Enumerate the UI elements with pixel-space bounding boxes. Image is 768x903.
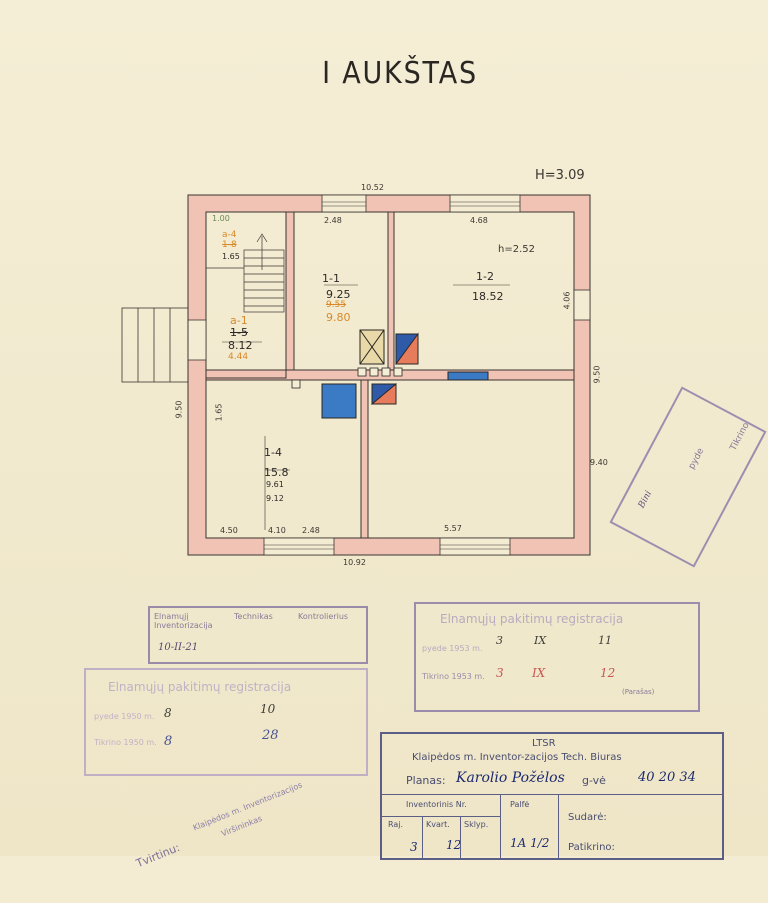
dim-stair-top: 1.00 <box>212 214 230 223</box>
stamp3-v6: 12 <box>600 666 616 680</box>
dim-lower-mid-width-2: 2.48 <box>302 526 320 535</box>
room-1-4-a: 9.61 <box>266 480 284 489</box>
info-line2: Klaipėdos m. Inventor-zacijos Tech. Biur… <box>412 752 622 763</box>
dim-stair-height: 1.65 <box>214 403 224 422</box>
room-1-1-new: 9.80 <box>326 311 351 324</box>
stamp3-v3: 11 <box>598 634 612 647</box>
room-1-4-id: 1-4 <box>264 446 282 459</box>
stamp-date: 10-II-21 <box>158 642 199 653</box>
stamp-changes-1953: Elnamųjų pakitimų registracija pyede 195… <box>414 602 700 712</box>
room-1-1-area: 9.25 <box>326 288 351 301</box>
room-a-1-new: 4.44 <box>228 352 249 362</box>
document-page: I AUKŠTAS H=3.09 <box>0 0 768 870</box>
stamp-header-2: Technikas <box>234 612 273 621</box>
dim-lower-mid-width: 4.10 <box>268 526 286 535</box>
dim-room11-width: 2.48 <box>324 216 342 225</box>
room-1-2-area: 18.52 <box>472 290 504 303</box>
info-plan-value: Karolio Požėlos <box>456 770 565 786</box>
stamp-header-3: Kontrolierius <box>298 612 349 621</box>
info-v2: 12 <box>446 838 462 852</box>
info-plan-label: Planas: <box>406 774 446 787</box>
room-a-1-id: a-1 <box>230 314 248 327</box>
stamp-changes-v2: 10 <box>260 702 276 716</box>
room-a-4-height: 1.65 <box>222 252 240 261</box>
title-block: LTSR Klaipėdos m. Inventor-zacijos Tech.… <box>380 732 724 860</box>
stamp4-t1: Tikrino <box>728 421 752 453</box>
stamp3-title: Elnamųjų pakitimų registracija <box>440 612 624 626</box>
info-plan-suffix: g-vė <box>582 774 606 787</box>
info-v1: 3 <box>410 840 418 854</box>
floor-plan-drawing <box>121 194 591 556</box>
room-a-4-id: a-4 <box>222 230 237 240</box>
info-col-kvart: Kvart. <box>426 820 450 829</box>
dim-left: 9.50 <box>174 400 184 419</box>
dim-lower-right-width: 5.57 <box>444 524 462 533</box>
room-a-4-old: 1-8 <box>222 240 237 250</box>
info-palfe: Palfė <box>510 800 530 809</box>
stamp-changes-row1: pyede 1950 m. <box>94 712 155 721</box>
dim-bottom: 10.92 <box>343 558 366 567</box>
ceiling-height: h=2.52 <box>498 244 535 255</box>
stamp3-v4: 3 <box>496 666 504 680</box>
room-a-1-old: 1-5 <box>230 326 248 339</box>
stamp3-v5: IX <box>532 666 546 680</box>
stamp-changes-row2: Tikrino 1950 m. <box>94 738 157 747</box>
room-1-4-area: 15.8 <box>264 466 289 479</box>
stamp-changes-1950: Elnamųjų pakitimų registracija pyede 195… <box>84 668 368 776</box>
stamp-changes-v3: 8 <box>164 734 173 749</box>
dim-room12-height: 4.06 <box>562 291 572 310</box>
page-title: I AUKŠTAS <box>322 56 478 91</box>
stamp-changes-v1: 8 <box>164 706 172 720</box>
info-v3: 1A 1/2 <box>510 836 550 850</box>
stamp-changes-title: Elnamųjų pakitimų registracija <box>108 680 292 694</box>
info-plan-number: 40 20 34 <box>638 770 696 785</box>
stamp4-t2: pyde <box>686 446 707 472</box>
stamp3-signature-label: (Parašas) <box>622 688 655 696</box>
room-1-2-id: 1-2 <box>476 270 494 283</box>
room-1-1-id: 1-1 <box>322 272 340 285</box>
stamp-changes-v4: 28 <box>262 728 279 743</box>
dim-lower-left-width: 4.50 <box>220 526 238 535</box>
stamp-header-1: Elnamųjį Inventorizacija <box>154 612 213 630</box>
dim-right-a: 9.50 <box>592 365 602 384</box>
dim-top: 10.52 <box>361 183 384 192</box>
stamp3-row2: Tikrino 1953 m. <box>422 672 485 681</box>
room-1-1-old: 9.55 <box>326 300 347 310</box>
stamp3-v1: 3 <box>496 634 503 647</box>
info-patikrino: Patikrino: <box>568 842 615 853</box>
stamp4-t3: Bini <box>636 489 655 511</box>
info-col-sklyp: Sklyp. <box>464 820 489 829</box>
stamp3-v2: IX <box>534 634 547 647</box>
room-1-4-b: 9.12 <box>266 494 284 503</box>
room-a-1-area: 8.12 <box>228 339 253 352</box>
stamp-inventorization: Elnamųjį Inventorizacija Technikas Kontr… <box>148 606 368 664</box>
info-line1: LTSR <box>532 738 556 749</box>
height-label: H=3.09 <box>535 168 585 183</box>
stamp3-row1: pyede 1953 m. <box>422 644 483 653</box>
dim-right-b: 9.40 <box>590 458 608 467</box>
info-inventory-label: Inventorinis Nr. <box>406 800 467 809</box>
dim-room12-width: 4.68 <box>470 216 488 225</box>
info-sudare: Sudarė: <box>568 812 607 823</box>
info-col-raj: Raj. <box>388 820 404 829</box>
